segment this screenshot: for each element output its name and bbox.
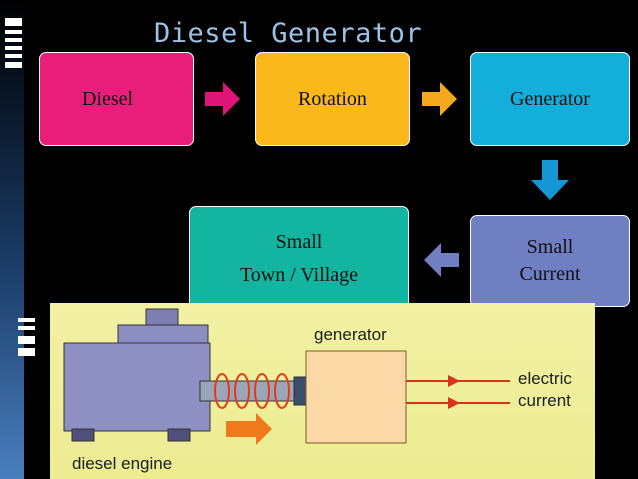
flow-box-rotation-label: Rotation	[298, 87, 367, 110]
engine-upper-body	[117, 324, 209, 346]
current-arrowhead-1	[448, 375, 460, 387]
flow-box-rotation: Rotation	[255, 52, 410, 146]
engine-foot-left	[71, 428, 95, 442]
flow-box-town-line1: Small	[275, 231, 323, 253]
flow-box-generator: Generator	[470, 52, 630, 146]
flow-box-generator-label: Generator	[510, 87, 590, 110]
flow-box-diesel-label: Diesel	[82, 87, 134, 110]
flow-box-diesel: Diesel	[39, 52, 194, 146]
flow-box-town-line2: Town / Village	[239, 264, 359, 286]
decorative-bars-top	[5, 18, 22, 68]
flow-box-small-current: Small Current	[470, 215, 630, 307]
electric-label: electric	[518, 369, 572, 388]
engine-top-block	[145, 308, 179, 328]
slide-title: Diesel Generator	[154, 18, 423, 49]
engine-foot-right	[167, 428, 191, 442]
flow-box-town-village: Small Town / Village	[189, 206, 409, 312]
decorative-side-strip	[0, 0, 24, 479]
decorative-bars-bottom	[18, 318, 35, 358]
arrow-left-violet-icon	[424, 243, 459, 277]
current-label: current	[518, 391, 571, 410]
flow-box-small-current-line2: Current	[519, 263, 581, 285]
generator-label: generator	[314, 325, 387, 344]
arrow-right-orange-icon	[422, 82, 457, 116]
engine-body	[63, 342, 211, 432]
generator-block	[305, 350, 407, 444]
flow-box-small-current-line1: Small	[526, 236, 574, 258]
current-arrowhead-2	[448, 397, 460, 409]
diesel-engine-label: diesel engine	[72, 454, 173, 473]
illustration-drawing	[63, 308, 510, 445]
arrow-down-blue-icon	[531, 160, 569, 200]
arrow-right-pink-icon	[205, 82, 240, 116]
shaft-coupling	[293, 376, 307, 406]
motion-arrow	[226, 413, 272, 445]
rotation-coils	[214, 373, 290, 409]
diesel-generator-illustration: generator diesel engine electric current	[50, 303, 595, 479]
